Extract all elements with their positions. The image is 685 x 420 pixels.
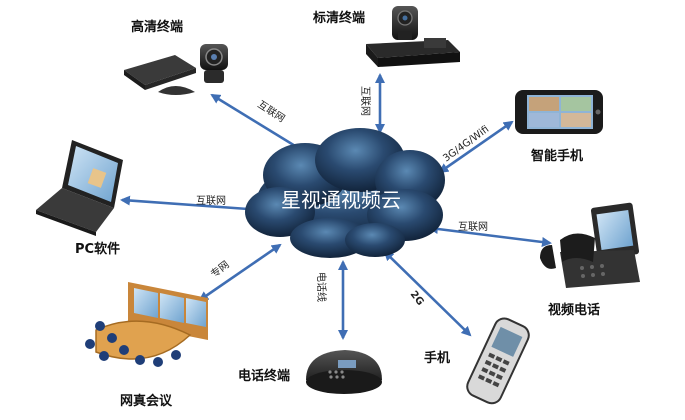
edge-label-web-meeting: 专网 xyxy=(208,258,232,281)
node-smartphone: 智能手机 xyxy=(515,90,603,164)
web-meeting-label: 网真会议 xyxy=(120,393,173,409)
laptop-icon xyxy=(36,140,123,236)
node-sd-terminal: 标清终端 xyxy=(312,6,460,67)
node-pc-software: PC软件 xyxy=(36,140,123,257)
node-phone-terminal: 电话终端 xyxy=(238,350,382,394)
edge-label-smartphone: 3G/4G/Wifi xyxy=(441,124,491,164)
hd-terminal-label: 高清终端 xyxy=(131,19,183,35)
conference-phone-icon xyxy=(306,350,382,394)
arrow-video-phone xyxy=(428,224,552,247)
sd-terminal-label: 标清终端 xyxy=(312,10,365,26)
node-hd-terminal: 高清终端 xyxy=(124,19,228,95)
arrow-mobile-phone xyxy=(383,250,472,337)
edge-label-video-phone: 互联网 xyxy=(458,221,488,233)
ptz-camera-terminal-icon xyxy=(366,6,460,67)
arrow-smartphone xyxy=(438,120,514,174)
video-cloud: 星视通视频云 xyxy=(245,128,445,258)
arrow-web-meeting xyxy=(198,243,282,302)
edge-label-pc-software: 互联网 xyxy=(196,195,226,207)
mobile-phone-label: 手机 xyxy=(424,350,450,366)
video-conference-terminal-icon xyxy=(124,44,228,95)
edge-label-phone-terminal: 电话线 xyxy=(315,272,328,302)
edge-label-sd-terminal: 互联网 xyxy=(359,86,371,116)
smartphone-icon xyxy=(515,90,603,134)
edge-label-mobile-phone: 2G xyxy=(408,289,426,308)
video-phone-icon xyxy=(540,202,640,288)
node-mobile-phone: 手机 xyxy=(424,317,530,405)
cloud-label: 星视通视频云 xyxy=(281,188,401,212)
smartphone-label: 智能手机 xyxy=(531,148,583,164)
mobile-phone-icon xyxy=(466,317,530,405)
edge-label-hd-terminal: 互联网 xyxy=(255,98,287,124)
node-web-meeting: 网真会议 xyxy=(85,282,208,409)
cloud-icon xyxy=(245,128,445,258)
pc-software-label: PC软件 xyxy=(75,241,120,257)
arrow-pc-software xyxy=(120,195,264,215)
phone-terminal-label: 电话终端 xyxy=(238,368,290,384)
conference-room-icon xyxy=(85,282,208,367)
video-phone-label: 视频电话 xyxy=(548,302,600,318)
node-video-phone: 视频电话 xyxy=(540,202,640,318)
